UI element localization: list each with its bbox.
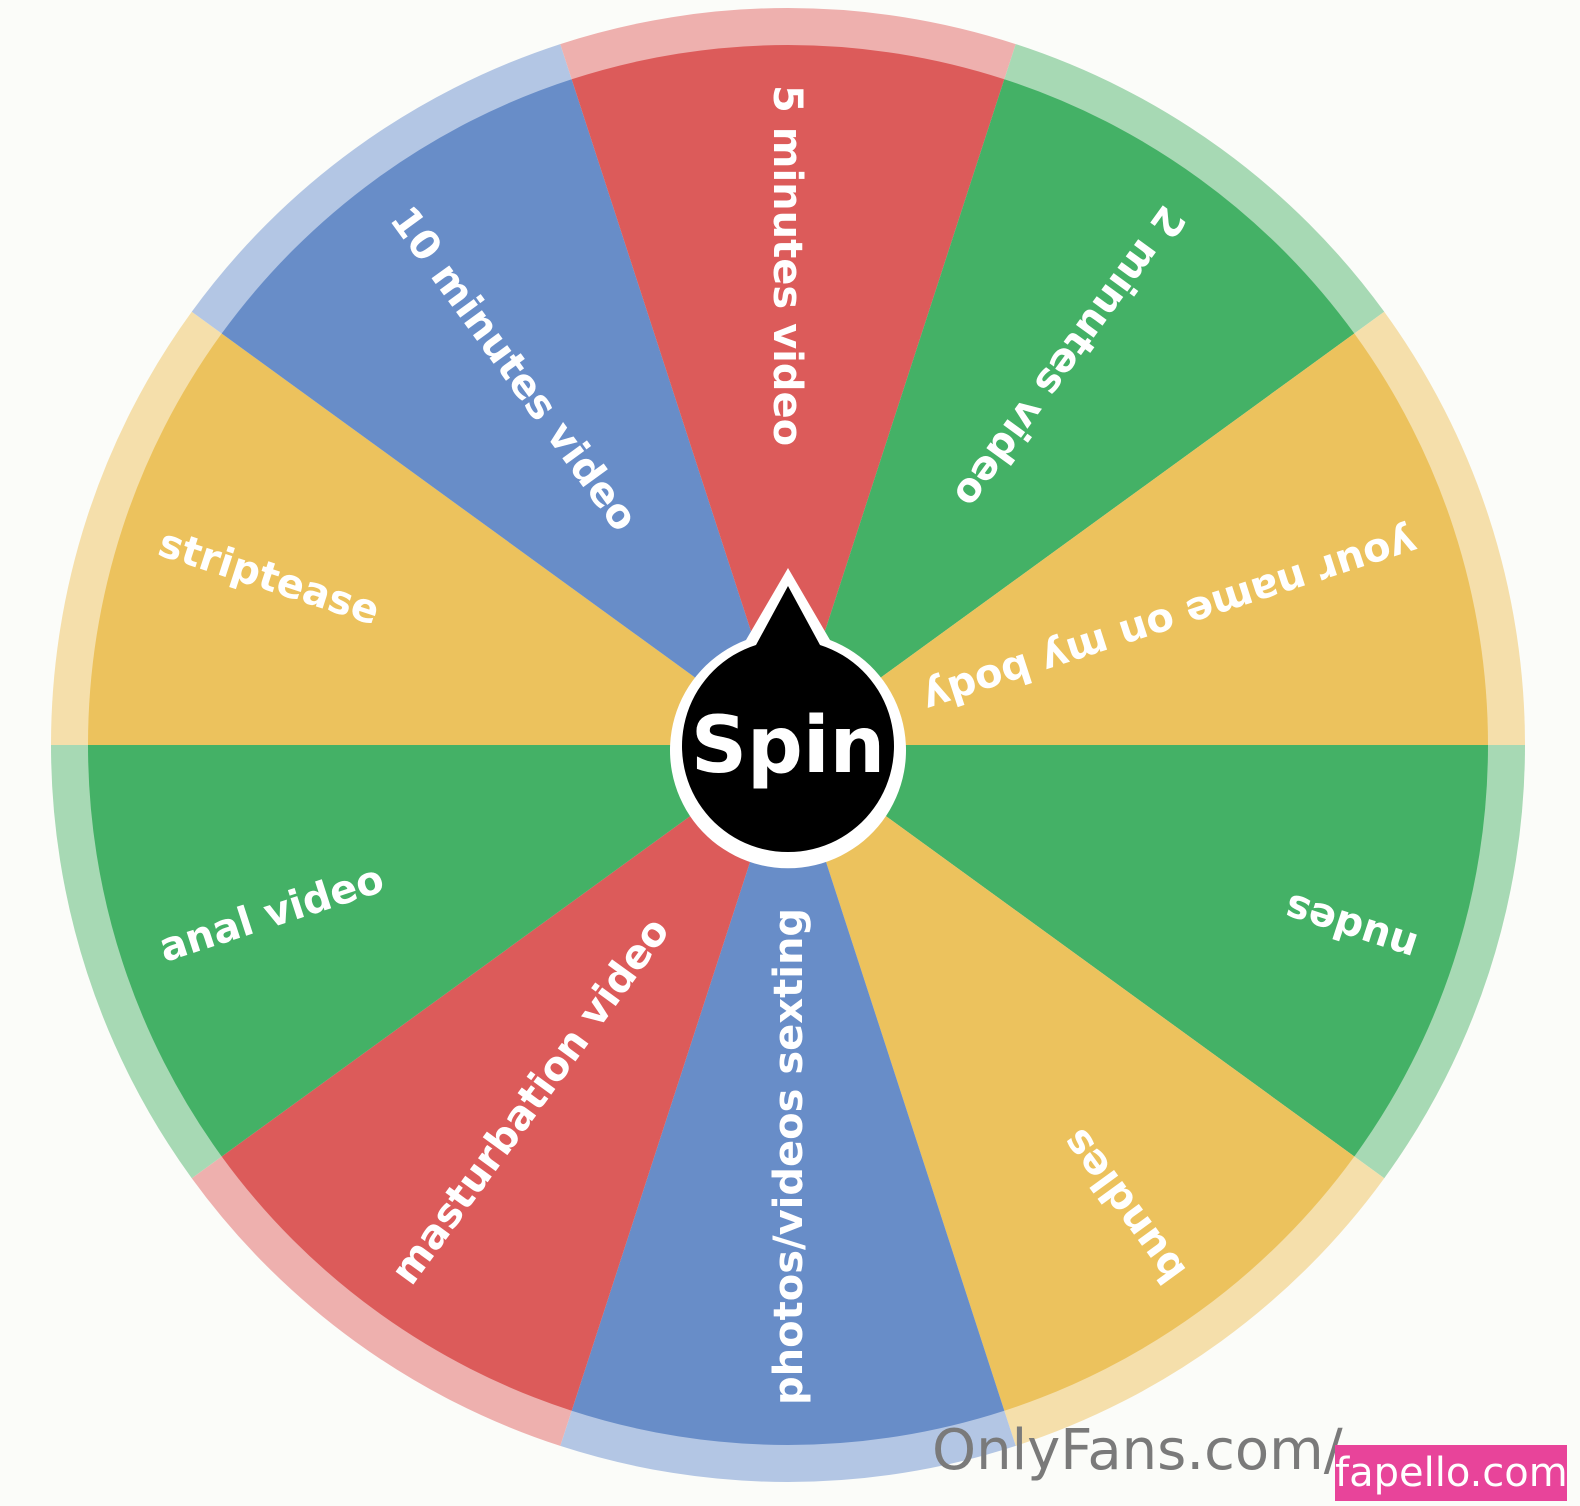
wheel-segment: [571, 745, 1005, 1445]
wheel-segment: [788, 333, 1488, 745]
wheel-segments: [51, 7, 1525, 1482]
wheel-segment: [221, 79, 788, 745]
wheel-segment: [221, 745, 788, 1411]
wheel-segment: [788, 745, 1355, 1411]
segment-label: 5 minutes video: [764, 85, 810, 446]
wheel-segment: [788, 79, 1355, 745]
watermark-badge[interactable]: fapello.com: [1335, 1445, 1568, 1501]
spin-button[interactable]: Spin: [669, 568, 906, 869]
segment-label: photos/videos sexting: [766, 908, 812, 1405]
watermark-text: OnlyFans.com/: [932, 1418, 1343, 1483]
wheel-segment: [88, 745, 788, 1157]
wheel-segment: [88, 333, 788, 745]
spin-label: Spin: [691, 701, 885, 791]
wheel-segment: [571, 44, 1005, 745]
wheel-segment: [788, 745, 1488, 1157]
hub-circle: [682, 586, 895, 853]
